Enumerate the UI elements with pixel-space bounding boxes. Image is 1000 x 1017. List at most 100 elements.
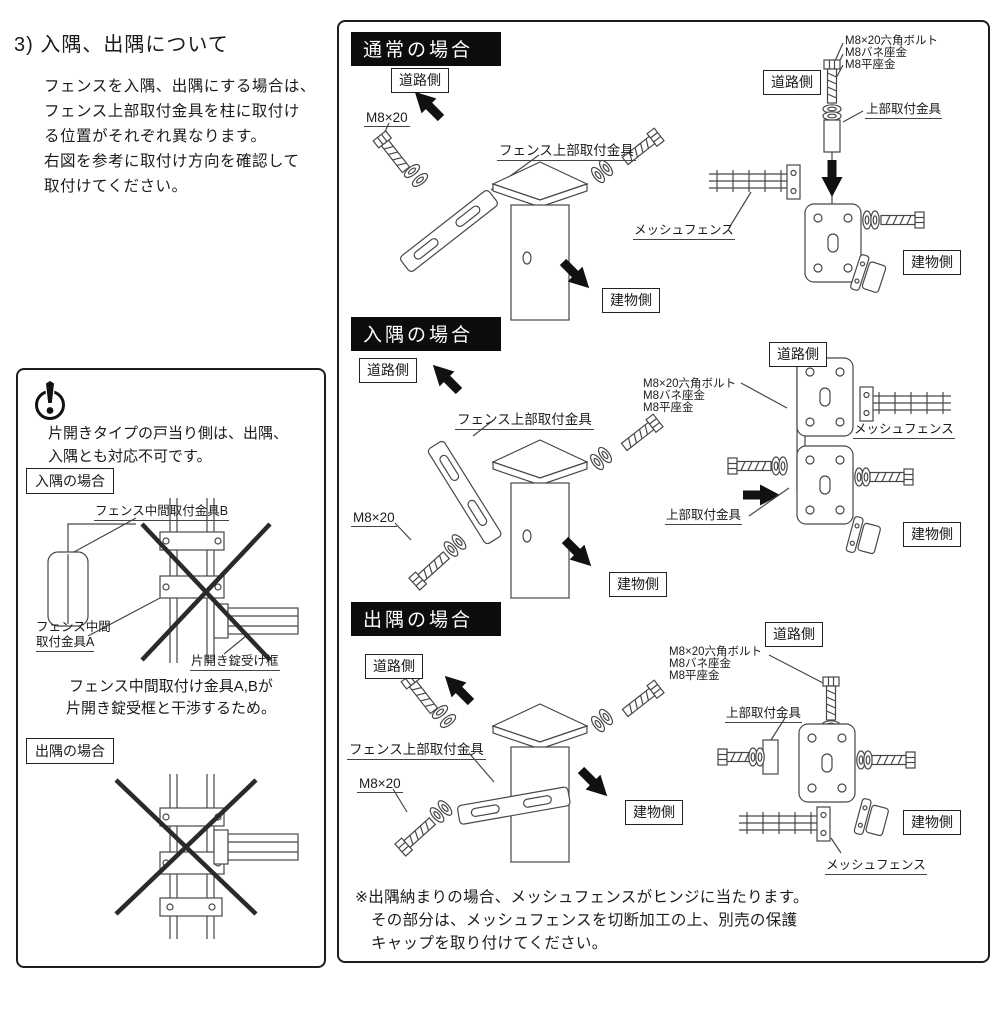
washer-icon	[822, 111, 842, 121]
bolt-icon	[871, 751, 916, 769]
caution-reason-line: フェンス中間取付け金具A,Bが	[69, 678, 273, 695]
part-label-flat-washer: M8平座金	[643, 402, 694, 414]
hinge-icon	[845, 515, 883, 559]
section-header-irisumi: 入隅の場合	[351, 317, 502, 351]
irisumi-case-label: 入隅の場合	[26, 468, 114, 494]
footnote-line: キャップを取り付けてください。	[371, 935, 608, 952]
desumi-prohibited-drawing	[114, 773, 299, 940]
part-label-spring-washer: M8バネ座金	[669, 658, 731, 670]
road-side-label: 道路側	[765, 622, 823, 647]
road-arrow-icon	[424, 356, 468, 400]
caution-reason-line: 片開き錠受框と干渉するため。	[65, 700, 276, 717]
bolt-icon	[408, 548, 453, 591]
bolt-size-label: M8×20	[357, 776, 403, 793]
desumi-case-label: 出隅の場合	[26, 738, 114, 764]
post-icon	[492, 439, 588, 599]
part-label-spring-washer: M8バネ座金	[845, 47, 907, 59]
drawing-desumi-right	[717, 654, 916, 854]
bolt-icon	[394, 814, 439, 857]
bolt-icon	[823, 59, 841, 104]
upper-bracket-icon	[796, 357, 854, 437]
section-header-normal: 通常の場合	[351, 32, 502, 66]
mesh-fence-label: メッシュフェンス	[853, 418, 955, 439]
intro-line: 取付けてください。	[44, 178, 188, 195]
latch-frame-icon	[213, 603, 299, 639]
road-side-label: 道路側	[391, 68, 449, 93]
road-side-label: 道路側	[769, 342, 827, 367]
fence-upper-bracket-label: フェンス上部取付金具	[497, 139, 636, 161]
part-label-flat-washer: M8平座金	[845, 59, 896, 71]
mesh-fence-label: メッシュフェンス	[825, 854, 927, 875]
bolt-icon	[869, 468, 914, 486]
down-arrow-icon	[820, 159, 844, 198]
upper-bracket-label: 上部取付金具	[665, 504, 743, 525]
caution-box: 片開きタイプの戸当り側は、出隅、 入隅とも対応不可です。 入隅の場合 フェンス中…	[16, 368, 326, 968]
bracket-a-line: 取付金具A	[36, 635, 95, 652]
caution-diagrams	[47, 497, 299, 940]
bolt-icon	[372, 130, 413, 176]
intro-line: フェンス上部取付金具を柱に取付け	[44, 103, 300, 120]
upper-bracket-label: 上部取付金具	[725, 702, 803, 723]
part-label-hex-bolt: M8×20六角ボルト	[669, 646, 762, 658]
prohibition-x-icon	[140, 522, 272, 662]
right-arrow-icon	[742, 483, 781, 507]
intro-line: フェンスを入隅、出隅にする場合は、	[44, 78, 316, 95]
hinge-plate-icon	[796, 445, 854, 525]
mesh-fence-icon	[738, 806, 831, 842]
latch-frame-icon	[213, 829, 299, 865]
building-side-label: 建物側	[625, 800, 683, 825]
intro-line: る位置がそれぞれ異なります。	[44, 128, 267, 145]
bracket-a-line: フェンス中間	[36, 620, 111, 634]
warning-icon	[35, 379, 65, 420]
bolt-icon	[619, 679, 665, 720]
drawing-irisumi-left	[394, 356, 664, 599]
latch-frame-label: 片開き錠受け框	[190, 650, 280, 671]
building-side-label: 建物側	[903, 250, 961, 275]
footnote: ※出隅納まりの場合、メッシュフェンスがヒンジに当たります。 その部分は、メッシュ…	[355, 886, 809, 955]
caution-note-line: 片開きタイプの戸当り側は、出隅、	[48, 425, 289, 442]
bolt-icon	[618, 413, 664, 454]
building-side-label: 建物側	[602, 288, 660, 313]
building-arrow-icon	[572, 761, 616, 805]
upper-bracket-icon	[426, 439, 503, 546]
bracket-b-label: フェンス中間取付金具B	[94, 500, 230, 521]
washer-icon	[870, 210, 880, 230]
footnote-line: ※出隅納まりの場合、メッシュフェンスがヒンジに当たります。	[355, 889, 809, 906]
mesh-fence-label: メッシュフェンス	[633, 219, 735, 240]
road-side-label: 道路側	[763, 70, 821, 95]
upper-bracket-label: 上部取付金具	[865, 98, 943, 119]
part-label-hex-bolt: M8×20六角ボルト	[643, 378, 736, 390]
irisumi-prohibited-drawing	[47, 497, 299, 664]
section-header-desumi: 出隅の場合	[351, 602, 502, 636]
prohibition-x-icon	[114, 778, 258, 916]
drawing-irisumi-right	[727, 350, 952, 559]
intro-line: 右図を参考に取付け方向を確認して	[44, 153, 300, 170]
bolt-size-label: M8×20	[351, 510, 397, 527]
drawing-normal-right	[708, 42, 925, 298]
washer-icon	[861, 467, 871, 487]
upper-bracket-icon	[398, 188, 500, 274]
building-side-label: 建物側	[903, 522, 961, 547]
washer-icon	[778, 456, 788, 476]
road-side-label: 道路側	[365, 654, 423, 679]
footnote-line: その部分は、メッシュフェンスを切断加工の上、別売の保護	[371, 912, 798, 929]
road-side-label: 道路側	[359, 358, 417, 383]
part-label-spring-washer: M8バネ座金	[643, 390, 705, 402]
technical-drawings	[372, 42, 952, 863]
mesh-fence-icon	[859, 386, 952, 422]
post-icon	[492, 703, 588, 863]
caution-reason: フェンス中間取付け金具A,Bが 片開き錠受框と干渉するため。	[18, 676, 324, 720]
mesh-fence-icon	[708, 164, 801, 200]
post-icon	[492, 161, 588, 321]
fence-upper-bracket-label: フェンス上部取付金具	[347, 738, 486, 760]
hinge-icon	[853, 797, 891, 841]
bolt-icon	[727, 457, 772, 475]
caution-note: 片開きタイプの戸当り側は、出隅、 入隅とも対応不可です。	[48, 422, 288, 468]
washer-icon	[755, 747, 765, 767]
bolt-size-label: M8×20	[364, 110, 410, 127]
drawing-normal-left	[372, 83, 665, 321]
hinge-plate-icon	[798, 723, 856, 803]
building-side-label: 建物側	[903, 810, 961, 835]
washer-icon	[862, 210, 872, 230]
